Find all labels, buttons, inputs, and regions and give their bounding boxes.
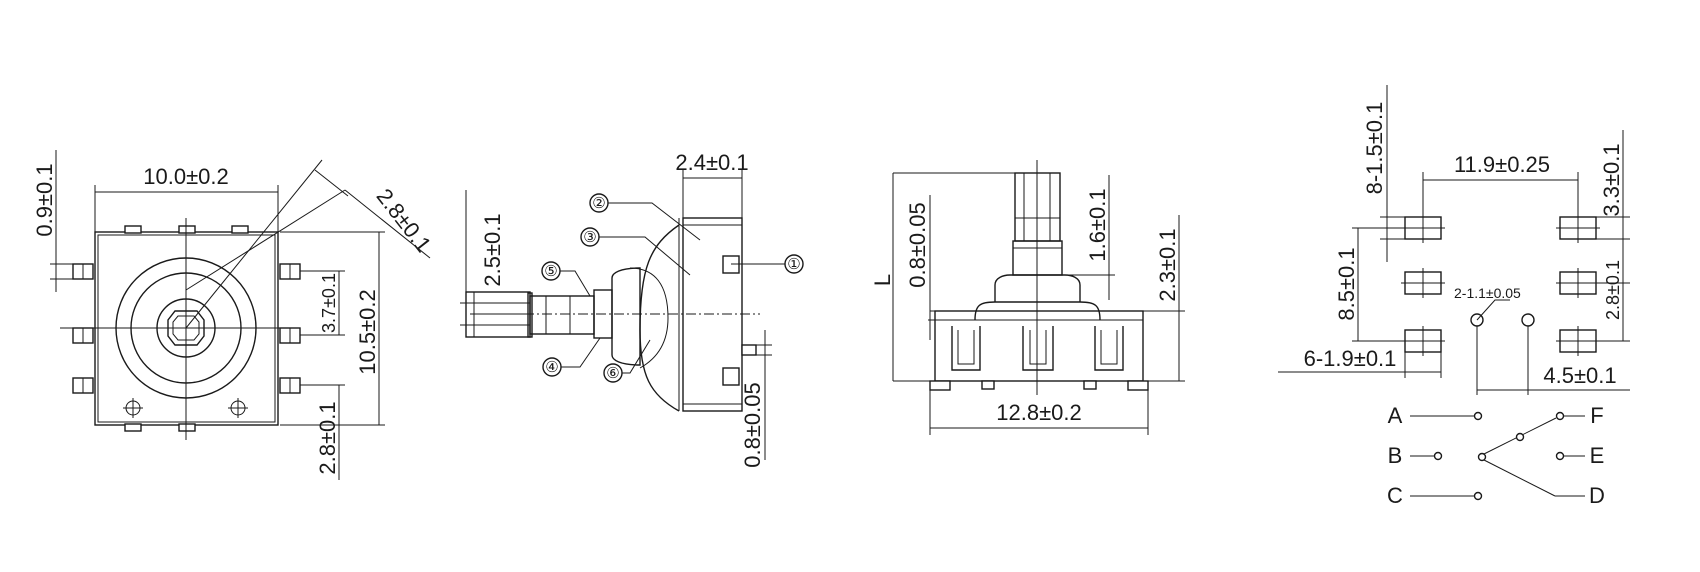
terminal-label-a: A bbox=[1388, 403, 1403, 428]
svg-text:②: ② bbox=[592, 195, 605, 212]
foot bbox=[929, 380, 951, 391]
width-dimension: 12.8±0.2 bbox=[996, 400, 1081, 425]
hole-dimension: 2-1.1±0.05 bbox=[1454, 285, 1521, 301]
pitch-dimension: 3.7±0.1 bbox=[319, 273, 339, 333]
foot bbox=[981, 380, 995, 390]
width-dimension: 2.4±0.1 bbox=[675, 150, 748, 175]
callout-1: ① bbox=[731, 254, 804, 274]
pad bbox=[1401, 213, 1445, 243]
shaft-dimension: 1.6±0.1 bbox=[1085, 188, 1110, 261]
top-offset-dimension: 0.9±0.1 bbox=[32, 163, 57, 236]
length-label: L bbox=[870, 274, 895, 286]
callout-5: ⑤ bbox=[541, 261, 591, 297]
left-pitch-dimension: 8.5±0.1 bbox=[1334, 247, 1359, 320]
tab bbox=[231, 225, 249, 234]
terminal bbox=[1022, 326, 1054, 371]
base-body bbox=[934, 310, 1144, 382]
svg-text:③: ③ bbox=[583, 229, 596, 246]
height-dimension: 2.3±0.1 bbox=[1155, 228, 1180, 301]
tab bbox=[178, 225, 196, 234]
tab bbox=[124, 225, 142, 234]
pcb-layout: 4.5±0.1 2-1.1±0.05 11.9±0.25 8-1.5±0.1 8… bbox=[1278, 85, 1630, 395]
foot bbox=[1083, 380, 1097, 390]
side-view: 0.8±0.05 2.4±0.1 2.5±0.1 ① ② ③ ④ bbox=[460, 150, 804, 468]
diagonal-dimension: 2.8±0.1 bbox=[372, 184, 437, 257]
octagon-shaft bbox=[167, 310, 205, 346]
collar bbox=[611, 267, 641, 366]
locator-mark bbox=[123, 398, 143, 418]
right-mid-dimension: 2.8±0.1 bbox=[1603, 260, 1623, 320]
left-dimension: 0.8±0.05 bbox=[905, 202, 930, 287]
callout-3: ③ bbox=[580, 227, 691, 276]
pad bbox=[1401, 268, 1445, 298]
terminal-label-c: C bbox=[1387, 483, 1403, 508]
svg-text:⑥: ⑥ bbox=[606, 365, 619, 382]
terminal bbox=[951, 326, 981, 371]
callout-2: ② bbox=[589, 193, 701, 241]
terminal-label-f: F bbox=[1590, 403, 1603, 428]
svg-text:④: ④ bbox=[545, 359, 558, 376]
terminal-label-d: D bbox=[1589, 483, 1605, 508]
right-terminals bbox=[279, 263, 301, 394]
pitch-x-dimension: 11.9±0.25 bbox=[1454, 152, 1550, 177]
left-terminals bbox=[72, 263, 94, 394]
width-dimension: 10.0±0.2 bbox=[143, 164, 228, 189]
side-body bbox=[682, 217, 743, 412]
hole-pitch-dimension: 4.5±0.1 bbox=[1543, 363, 1616, 388]
callout-4: ④ bbox=[542, 337, 601, 377]
rotor-curve bbox=[639, 224, 680, 412]
diag-leader bbox=[185, 189, 346, 291]
pin bbox=[741, 344, 757, 356]
pad bbox=[1401, 326, 1445, 356]
svg-text:⑤: ⑤ bbox=[544, 263, 557, 280]
terminal bbox=[1094, 326, 1124, 371]
pad bbox=[1556, 326, 1600, 356]
tab bbox=[178, 423, 196, 432]
top-pad-dimension: 8-1.5±0.1 bbox=[1362, 102, 1387, 195]
callout-6: ⑥ bbox=[603, 339, 651, 383]
side-pad bbox=[722, 367, 740, 386]
shaft bbox=[529, 295, 595, 335]
bottom-dimension: 2.8±0.1 bbox=[315, 401, 340, 474]
front-view: L 0.8±0.05 1.6±0.1 2.3±0.1 12.8±0.2 bbox=[870, 160, 1185, 435]
pad bbox=[1556, 268, 1600, 298]
mounting-hole bbox=[1521, 313, 1535, 327]
tab bbox=[124, 423, 142, 432]
top-view: 10.0±0.2 2.8±0.1 0.9±0.1 3.7±0.1 10.5±0.… bbox=[32, 150, 436, 480]
diag-leader bbox=[185, 159, 323, 329]
switch-schematic: A B C F E D bbox=[1387, 403, 1605, 508]
terminal-label-e: E bbox=[1590, 443, 1605, 468]
locator-mark bbox=[228, 398, 248, 418]
shaft-dimension: 2.5±0.1 bbox=[480, 213, 505, 286]
pad bbox=[1556, 213, 1600, 243]
height-dimension: 10.5±0.2 bbox=[355, 289, 380, 374]
pin-dimension: 0.8±0.05 bbox=[740, 382, 765, 467]
pad-dimension: 6-1.9±0.1 bbox=[1304, 346, 1397, 371]
terminal-label-b: B bbox=[1388, 443, 1403, 468]
right-top-dimension: 3.3±0.1 bbox=[1599, 143, 1624, 216]
svg-text:①: ① bbox=[787, 256, 800, 273]
foot bbox=[1127, 380, 1149, 391]
knurled-tip bbox=[465, 291, 531, 338]
common-contact bbox=[1477, 452, 1487, 462]
